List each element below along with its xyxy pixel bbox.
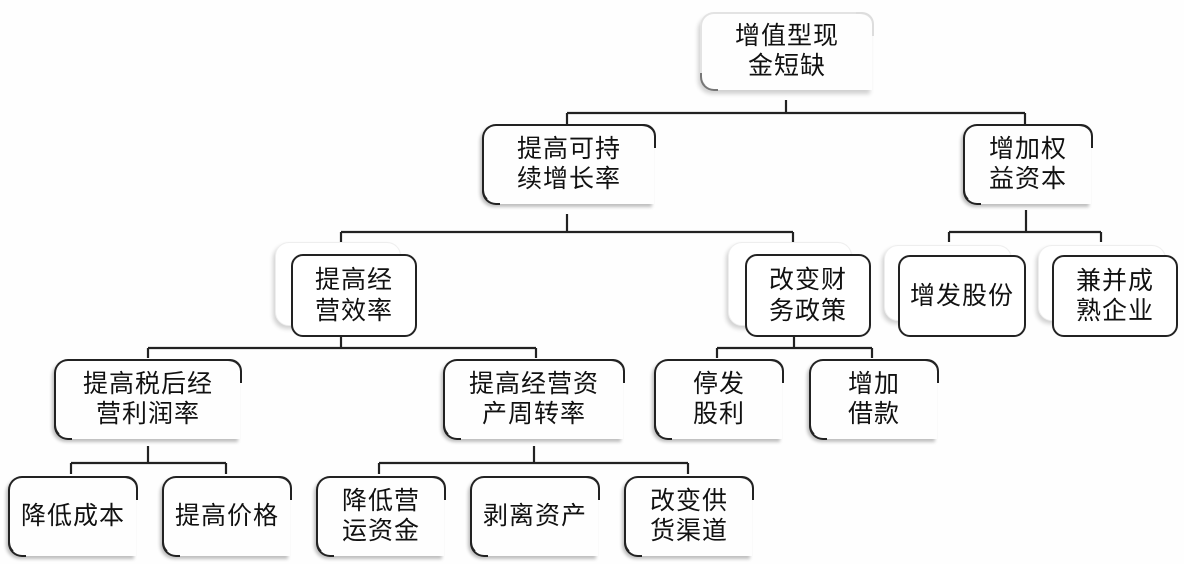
node-label: 增值型现 金短缺	[734, 20, 839, 81]
node-issue-shares[interactable]: 增发股份	[898, 255, 1026, 337]
node-increase-borrowing[interactable]: 增加 借款	[808, 358, 939, 440]
node-stop-dividends[interactable]: 停发 股利	[653, 358, 784, 440]
node-raise-prices[interactable]: 提高价格	[161, 475, 292, 557]
node-label: 降低成本	[20, 500, 125, 530]
node-label: 降低营 运资金	[341, 485, 420, 546]
node-label: 提高经营资 产周转率	[468, 368, 599, 429]
node-merge-mature-enterprise[interactable]: 兼并成 熟企业	[1052, 255, 1178, 337]
connector-turnover	[377, 446, 690, 474]
node-label: 提高经 营效率	[314, 265, 393, 325]
node-label: 增加权 益资本	[988, 133, 1067, 194]
node-label: 停发 股利	[692, 368, 745, 429]
node-improve-operating-asset-turnover[interactable]: 提高经营资 产周转率	[442, 358, 625, 440]
connector-growth	[339, 214, 795, 246]
node-label: 剥离资产	[482, 500, 587, 530]
connector-equity	[947, 210, 1103, 242]
connector-efficiency	[146, 337, 538, 358]
connector-root	[565, 100, 1027, 124]
node-change-financial-policy[interactable]: 改变财 务政策	[745, 254, 871, 337]
connector-margin	[69, 446, 228, 474]
node-label: 提高价格	[174, 500, 279, 530]
node-label: 增发股份	[909, 280, 1014, 310]
connector-policy	[715, 337, 874, 358]
node-increase-equity-capital[interactable]: 增加权 益资本	[962, 123, 1093, 205]
node-label: 改变供 货渠道	[649, 485, 728, 546]
node-root-value-added-cash-shortage[interactable]: 增值型现 金短缺	[699, 11, 874, 91]
node-improve-after-tax-operating-margin[interactable]: 提高税后经 营利润率	[53, 358, 242, 440]
node-improve-operating-efficiency[interactable]: 提高经 营效率	[291, 254, 417, 337]
node-reduce-costs[interactable]: 降低成本	[7, 475, 138, 557]
node-improve-sustainable-growth[interactable]: 提高可持 续增长率	[481, 123, 656, 205]
node-change-supply-channels[interactable]: 改变供 货渠道	[623, 475, 754, 557]
node-reduce-working-capital[interactable]: 降低营 运资金	[315, 475, 446, 557]
node-label: 增加 借款	[847, 368, 900, 429]
node-label: 提高税后经 营利润率	[82, 368, 213, 429]
node-divest-assets[interactable]: 剥离资产	[469, 475, 600, 557]
node-label: 提高可持 续增长率	[516, 133, 621, 194]
node-label: 改变财 务政策	[768, 265, 847, 325]
node-label: 兼并成 熟企业	[1075, 265, 1154, 326]
